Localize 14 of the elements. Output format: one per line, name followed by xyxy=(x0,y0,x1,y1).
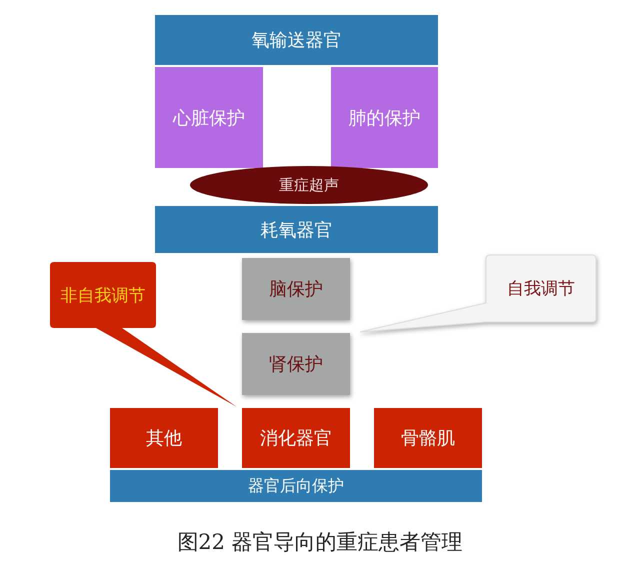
node-label: 脑保护 xyxy=(269,278,323,301)
node-label: 肺的保护 xyxy=(348,106,420,130)
node-label: 其他 xyxy=(146,427,182,450)
node-label: 器官后向保护 xyxy=(248,476,344,496)
figure-caption: 图22 器官导向的重症患者管理 xyxy=(177,530,463,554)
node-label: 非自我调节 xyxy=(60,284,146,306)
node-label: 骨骼肌 xyxy=(401,427,455,450)
node-label: 消化器官 xyxy=(260,427,332,450)
node-label: 氧输送器官 xyxy=(252,29,342,52)
node-label: 肾保护 xyxy=(269,353,323,376)
node-label: 重症超声 xyxy=(279,176,339,194)
node-label: 自我调节 xyxy=(507,278,575,300)
node-label: 心脏保护 xyxy=(173,106,245,130)
node-label: 耗氧器官 xyxy=(260,218,332,242)
